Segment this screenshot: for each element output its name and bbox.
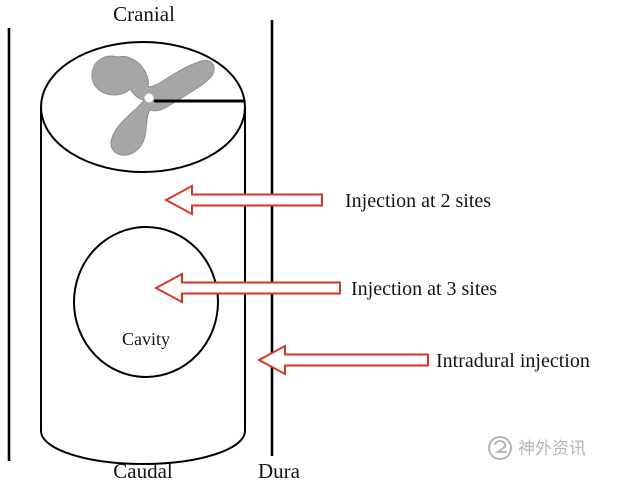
intradural-injection-arrow (256, 344, 429, 376)
injection-3-sites-label: Injection at 3 sites (351, 278, 497, 300)
injection-3-sites-arrow (153, 272, 341, 304)
watermark-text: 神外资讯 (518, 439, 586, 458)
annotation-injection-2-sites: Injection at 2 sites (163, 184, 491, 216)
gray-matter-shape (91, 55, 215, 156)
annotation-injection-3-sites: Injection at 3 sites (153, 272, 497, 304)
label-dura: Dura (258, 459, 301, 483)
injection-2-sites-label: Injection at 2 sites (345, 190, 491, 212)
intradural-injection-label: Intradural injection (436, 350, 590, 372)
cavity-ellipse (73, 226, 219, 378)
central-canal (144, 93, 154, 103)
label-cranial: Cranial (113, 2, 175, 26)
watermark-logo-icon (488, 436, 512, 460)
annotation-intradural-injection: Intradural injection (256, 344, 590, 376)
injection-2-sites-arrow (163, 184, 323, 216)
spinal-cord-cylinder: Cavity (40, 41, 246, 465)
label-caudal: Caudal (113, 459, 173, 483)
watermark: 神外资讯 (488, 436, 586, 460)
label-cavity: Cavity (122, 329, 170, 349)
cylinder-bottom-arc (40, 430, 246, 465)
